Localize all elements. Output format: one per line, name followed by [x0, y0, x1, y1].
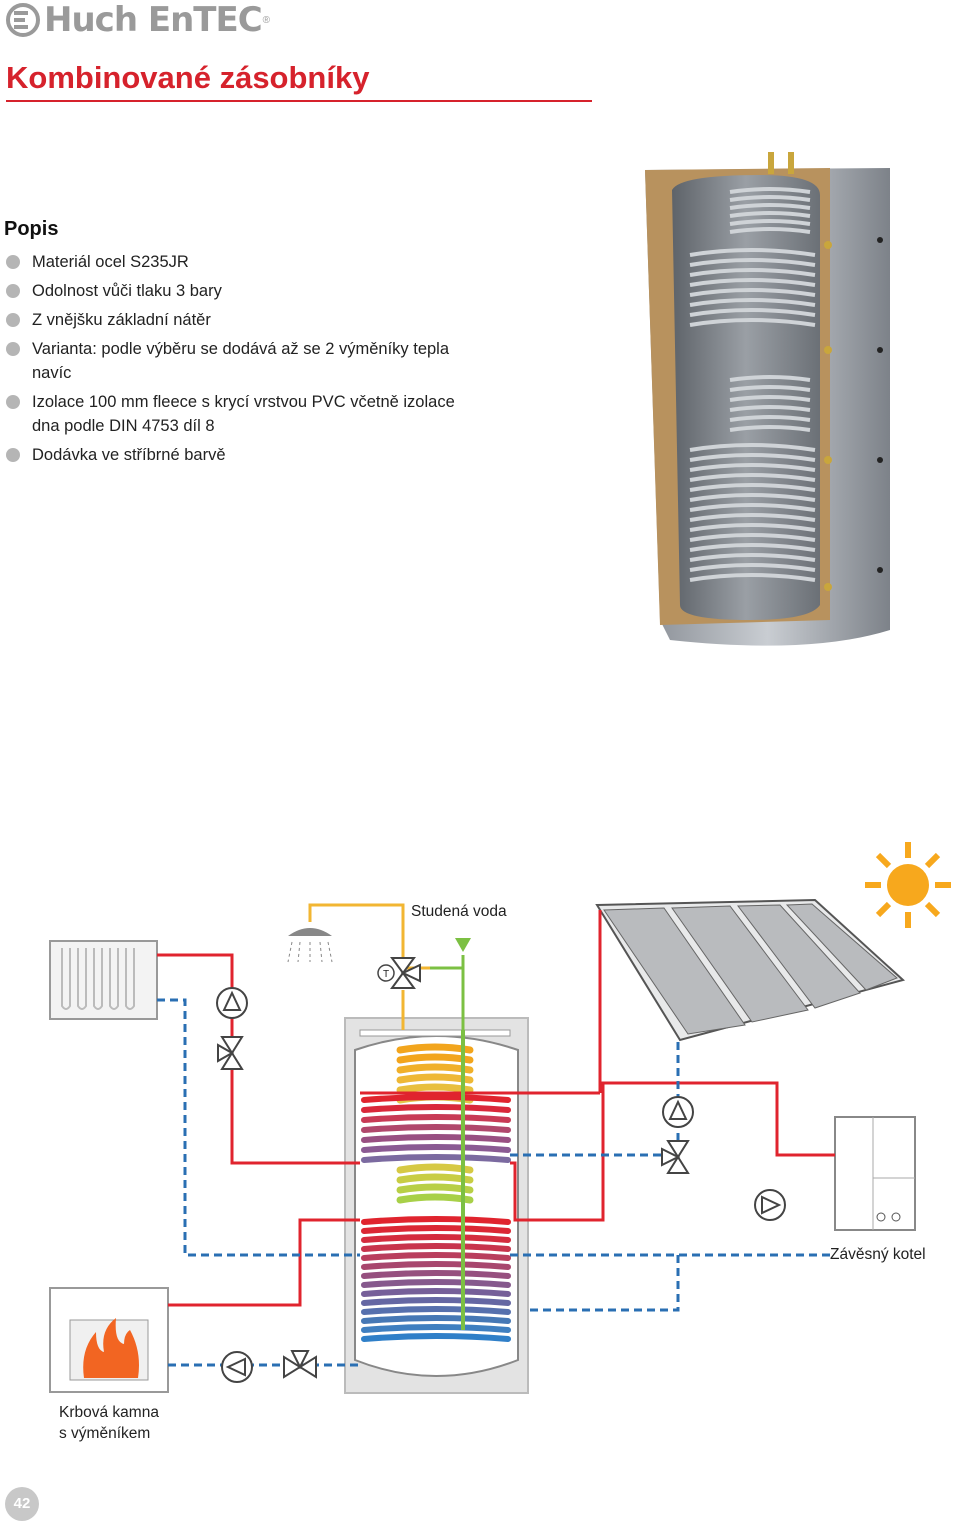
bullet-icon: [6, 313, 20, 327]
solar-collector: [595, 898, 906, 1042]
thermo-valve-letter: T: [383, 969, 389, 980]
flame-icon: [83, 1318, 139, 1378]
feature-text: Dodávka ve stříbrné barvě: [32, 446, 226, 464]
feature-item: Z vnějšku základní nátěr: [6, 308, 466, 332]
feature-list: Materiál ocel S235JR Odolnost vůči tlaku…: [6, 250, 466, 472]
feature-text: Varianta: podle výběru se dodává až se 2…: [32, 340, 450, 382]
pump-icon: [754, 1189, 786, 1221]
coil-turn: [396, 1053, 474, 1064]
coil-turn: [361, 1306, 511, 1315]
coil-turn: [396, 1163, 474, 1174]
bullet-icon: [6, 255, 20, 269]
valve-icon: [661, 1140, 690, 1174]
stove-label-line2: s výměníkem: [59, 1425, 151, 1442]
coil-turn: [361, 1216, 511, 1225]
feature-item: Dodávka ve stříbrné barvě: [6, 443, 466, 467]
logo-text: Huch EnTEC: [44, 0, 263, 40]
feature-item: Materiál ocel S235JR: [6, 250, 466, 274]
coil-turn: [361, 1279, 511, 1288]
bullet-icon: [6, 448, 20, 462]
registered-mark: ®: [262, 14, 271, 26]
coil-turn: [396, 1183, 474, 1194]
boiler-label: Závěsný kotel: [830, 1246, 926, 1263]
logo-mark-icon: [6, 3, 40, 37]
page-title: Kombinované zásobníky: [6, 60, 370, 95]
section-heading: Popis: [4, 218, 59, 240]
feature-item: Izolace 100 mm fleece s krycí vrstvou PV…: [6, 390, 466, 438]
shower-icon: [287, 928, 333, 963]
coil-turn: [361, 1114, 511, 1123]
coil-turn: [361, 1094, 511, 1103]
bullet-icon: [6, 342, 20, 356]
coil-turn: [396, 1063, 474, 1074]
feature-text: Z vnějšku základní nátěr: [32, 311, 211, 329]
coil-turn: [361, 1243, 511, 1252]
coil-turn: [361, 1324, 511, 1333]
bullet-icon: [6, 284, 20, 298]
sun-icon: [865, 842, 951, 928]
coil-turn: [396, 1193, 474, 1204]
coil-turn: [361, 1297, 511, 1306]
wall-boiler: [834, 1116, 916, 1231]
valve-icon: [217, 1036, 244, 1070]
valve-icon: [283, 1350, 317, 1379]
coil-turn: [396, 1073, 474, 1084]
system-schematic: T: [49, 842, 951, 1394]
cold-water-label: Studená voda: [411, 903, 507, 920]
pump-icon: [662, 1096, 694, 1128]
coil-turn: [361, 1154, 511, 1163]
coil-turn: [361, 1225, 511, 1234]
coil-turn: [361, 1288, 511, 1297]
feature-item: Varianta: podle výběru se dodává až se 2…: [6, 337, 466, 385]
feature-text: Materiál ocel S235JR: [32, 253, 189, 271]
radiator: [49, 940, 158, 1020]
bullet-icon: [6, 395, 20, 409]
coil-turn: [396, 1173, 474, 1184]
pump-icon: [221, 1351, 253, 1383]
cold-inlet-arrow-icon: [455, 938, 471, 952]
coil-turn: [361, 1134, 511, 1143]
tank-cutaway-image: [645, 152, 890, 646]
coil-group: [689, 187, 816, 582]
coil-turn: [361, 1124, 511, 1133]
pump-icon: [216, 987, 248, 1019]
brand-logo: Huch EnTEC ®: [6, 2, 270, 38]
thermostatic-valve-icon: T: [377, 957, 421, 989]
fireplace-stove: [49, 1287, 169, 1393]
coil-turn: [396, 1043, 474, 1054]
feature-item: Odolnost vůči tlaku 3 bary: [6, 279, 466, 303]
coil-turn: [396, 1083, 474, 1094]
coil-turn: [361, 1234, 511, 1243]
coil-turn: [361, 1270, 511, 1279]
title-rule: [6, 100, 592, 102]
feature-text: Odolnost vůči tlaku 3 bary: [32, 282, 222, 300]
coil-turn: [361, 1252, 511, 1261]
coil-turn: [361, 1144, 511, 1153]
stove-label: Krbová kamna s výměníkem: [59, 1402, 159, 1444]
coil-turn: [361, 1315, 511, 1324]
coil-turn: [361, 1104, 511, 1113]
coil-turn: [361, 1261, 511, 1270]
coil-turn: [361, 1333, 511, 1342]
feature-text: Izolace 100 mm fleece s krycí vrstvou PV…: [32, 393, 455, 435]
page-number: 42: [5, 1487, 39, 1521]
stove-label-line1: Krbová kamna: [59, 1404, 159, 1421]
